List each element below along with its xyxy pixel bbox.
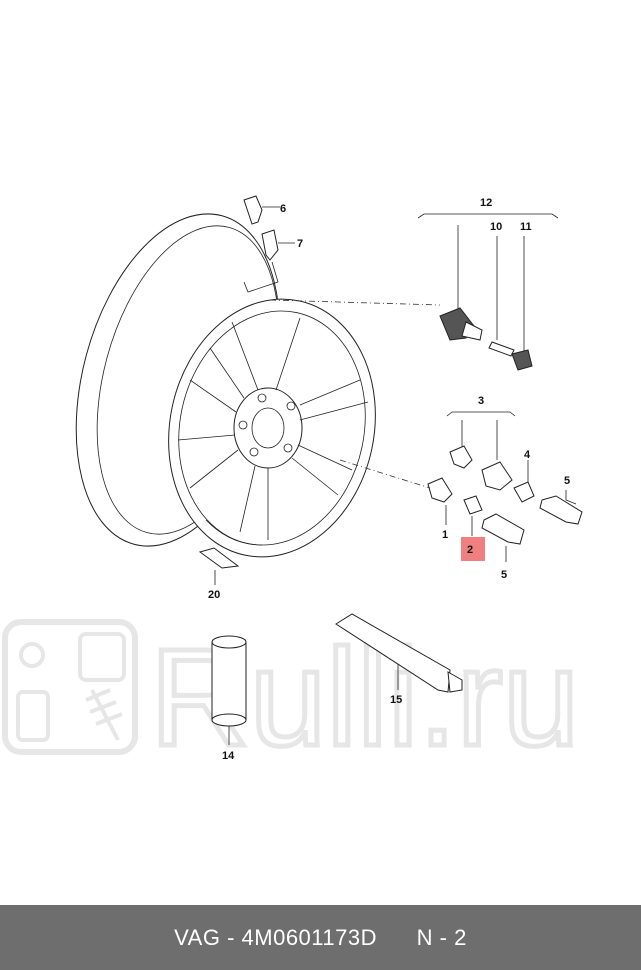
highlight-box-2: [461, 537, 485, 561]
brand-label: VAG: [174, 924, 221, 950]
callout-4: 4: [524, 449, 531, 461]
part-3-stem: [449, 445, 473, 469]
callout-3: 3: [478, 395, 484, 407]
headlight-icon: [19, 642, 45, 668]
callout-10: 10: [490, 221, 502, 233]
callout-6: 6: [280, 203, 286, 215]
part-11-cap: [511, 236, 533, 371]
part-5-cap-lower: [481, 513, 525, 562]
callout-2: 2: [467, 544, 473, 556]
oil-bottle-icon: [16, 690, 50, 742]
bracket-12: [417, 213, 559, 312]
part-2-nut: [463, 495, 483, 536]
callout-14: 14: [222, 750, 235, 762]
callout-20: 20: [208, 589, 220, 601]
callout-5-upper: 5: [564, 475, 570, 487]
shock-absorber-icon: [85, 688, 123, 741]
part-4-nut: [513, 460, 535, 503]
part-15-tube: [335, 613, 463, 693]
callout-11: 11: [520, 221, 532, 233]
part-14-can: [211, 635, 247, 745]
part-5-cap-upper: [539, 490, 583, 525]
callout-12: 12: [480, 197, 492, 209]
part-1-bolt: [427, 477, 453, 525]
callout-5-lower: 5: [501, 569, 507, 581]
callout-15: 15: [390, 694, 402, 706]
part-info-footer: VAG - 4M0601173D N - 2: [0, 905, 641, 970]
part-3-sleeve: [481, 461, 513, 491]
part-10-valve-core: [488, 236, 515, 357]
part-number: 4M0601173D: [241, 924, 377, 950]
door-icon: [78, 632, 126, 682]
part-7-valve: [261, 229, 295, 261]
parts-diagram: Rulli.ru: [2, 195, 583, 778]
bracket-3: [446, 411, 516, 460]
position-label: N - 2: [416, 924, 467, 950]
callout-7: 7: [297, 238, 303, 250]
part-20-weight: [198, 547, 240, 585]
part-12-sensor: [439, 307, 483, 341]
wheel-rim: [75, 213, 376, 558]
brand-separator: -: [220, 924, 242, 950]
callout-1: 1: [442, 529, 448, 541]
part-6-bolt: [243, 195, 280, 225]
watermark-logo: Rulli.ru: [2, 619, 582, 778]
